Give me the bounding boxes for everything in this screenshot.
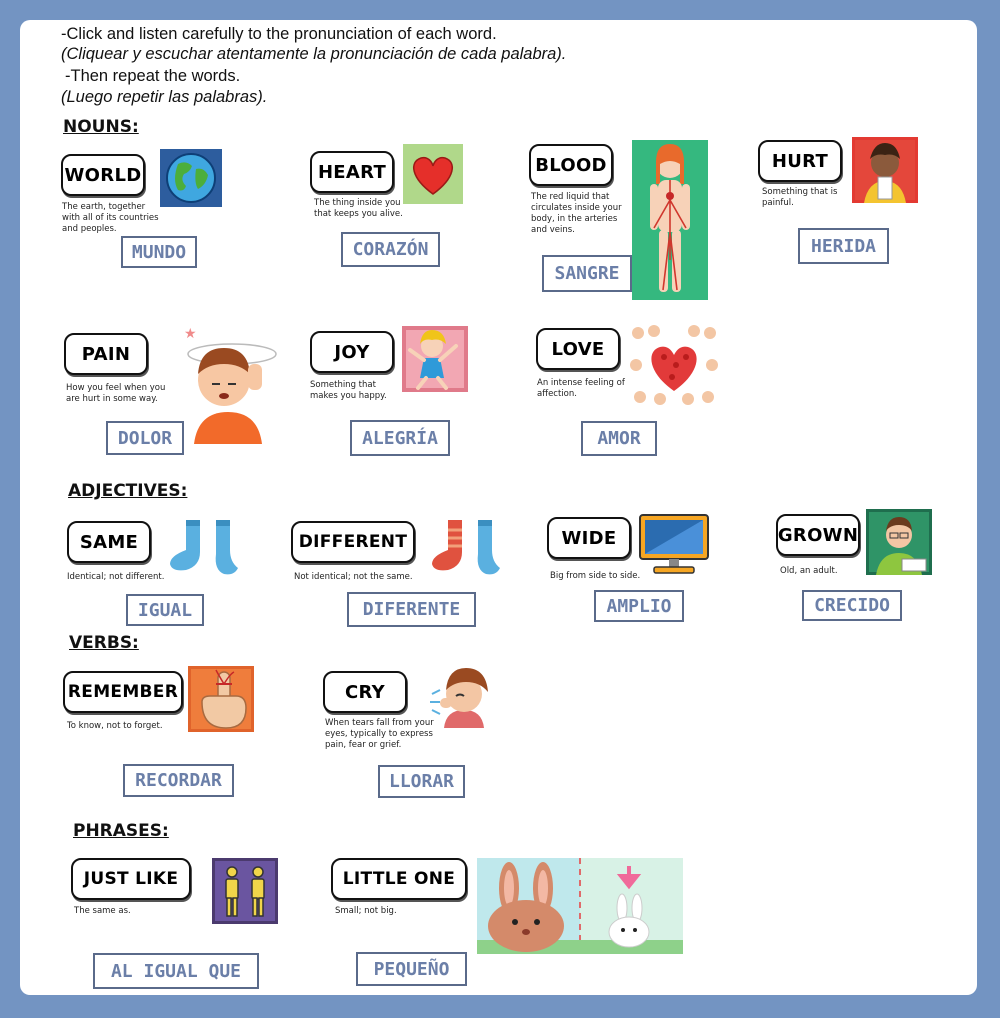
- wide-monitor-icon: [638, 511, 710, 577]
- definition-wide: Big from side to side.: [550, 571, 641, 581]
- word-card-same: SAME: [67, 521, 151, 563]
- section-adjectives: ADJECTIVES:: [68, 481, 188, 501]
- answer-button-diferente[interactable]: DIFERENTE: [347, 592, 476, 627]
- section-phrases: PHRASES:: [73, 821, 169, 841]
- answer-button-pequeno[interactable]: PEQUEÑO: [356, 952, 467, 986]
- definition-remember: To know, not to forget.: [67, 721, 163, 731]
- word-card-just-like: JUST LIKE: [71, 858, 191, 900]
- answer-button-llorar[interactable]: LLORAR: [378, 765, 465, 798]
- answer-button-amplio[interactable]: AMPLIO: [594, 590, 684, 622]
- answer-button-recordar[interactable]: RECORDAR: [123, 764, 234, 797]
- word-card-pain: PAIN: [64, 333, 148, 375]
- instruction-line-3: -Then repeat the words.: [65, 67, 241, 85]
- word-card-heart: HEART: [310, 151, 394, 193]
- word-card-wide: WIDE: [547, 517, 631, 559]
- definition-joy: Something that makes you happy.: [310, 380, 387, 401]
- answer-button-crecido[interactable]: CRECIDO: [802, 590, 902, 621]
- definition-heart: The thing inside you that keeps you aliv…: [314, 198, 403, 219]
- adult-man-icon: [866, 509, 932, 575]
- definition-cry: When tears fall from your eyes, typicall…: [325, 718, 434, 750]
- definition-world: The earth, together with all of its coun…: [62, 202, 159, 234]
- section-verbs: VERBS:: [69, 633, 139, 653]
- word-card-blood: BLOOD: [529, 144, 613, 186]
- answer-button-amor[interactable]: AMOR: [581, 421, 657, 456]
- definition-blood: The red liquid that circulates inside yo…: [531, 192, 622, 235]
- word-card-world: WORLD: [61, 154, 145, 196]
- instruction-line-4: (Luego repetir las palabras).: [61, 88, 268, 106]
- answer-button-mundo[interactable]: MUNDO: [121, 236, 197, 268]
- big-and-little-bunny-icon: [477, 858, 683, 954]
- crying-child-icon: [426, 666, 490, 728]
- hurt-person-icon: [852, 137, 918, 203]
- answer-button-al-igual-que[interactable]: AL IGUAL QUE: [93, 953, 259, 989]
- heart-icon: [403, 144, 463, 204]
- definition-different: Not identical; not the same.: [294, 572, 413, 582]
- string-on-finger-icon: [188, 666, 254, 732]
- twin-figures-icon: [212, 858, 278, 924]
- definition-little-one: Small; not big.: [335, 906, 397, 916]
- definition-love: An intense feeling of affection.: [537, 378, 625, 399]
- word-card-little-one: LITTLE ONE: [331, 858, 467, 900]
- word-card-grown: GROWN: [776, 514, 860, 556]
- instruction-line-1: -Click and listen carefully to the pronu…: [61, 25, 497, 43]
- worksheet: -Click and listen carefully to the pronu…: [20, 20, 977, 995]
- answer-button-alegria[interactable]: ALEGRÍA: [350, 420, 450, 456]
- answer-button-sangre[interactable]: SANGRE: [542, 255, 632, 292]
- dizzy-boy-icon: ★: [170, 324, 282, 444]
- definition-pain: How you feel when you are hurt in some w…: [66, 383, 166, 404]
- definition-grown: Old, an adult.: [780, 566, 838, 576]
- heart-of-faces-icon: [630, 325, 718, 405]
- section-nouns: NOUNS:: [63, 117, 139, 137]
- mismatched-socks-icon: [430, 516, 508, 576]
- word-card-love: LOVE: [536, 328, 620, 370]
- definition-just-like: The same as.: [74, 906, 131, 916]
- instruction-line-2: (Cliquear y escuchar atentamente la pron…: [61, 45, 567, 63]
- answer-button-corazon[interactable]: CORAZÓN: [341, 232, 440, 267]
- word-card-joy: JOY: [310, 331, 394, 373]
- answer-button-dolor[interactable]: DOLOR: [106, 421, 184, 455]
- circulatory-system-icon: [632, 140, 708, 300]
- svg-text:★: ★: [184, 326, 197, 342]
- answer-button-herida[interactable]: HERIDA: [798, 228, 889, 264]
- word-card-hurt: HURT: [758, 140, 842, 182]
- happy-girl-icon: [402, 326, 468, 392]
- word-card-remember: REMEMBER: [63, 671, 183, 713]
- word-card-cry: CRY: [323, 671, 407, 713]
- definition-hurt: Something that is painful.: [762, 187, 838, 208]
- definition-same: Identical; not different.: [67, 572, 165, 582]
- globe-icon: [160, 149, 222, 207]
- word-card-different: DIFFERENT: [291, 521, 415, 563]
- matching-socks-icon: [168, 516, 246, 576]
- answer-button-igual[interactable]: IGUAL: [126, 594, 204, 626]
